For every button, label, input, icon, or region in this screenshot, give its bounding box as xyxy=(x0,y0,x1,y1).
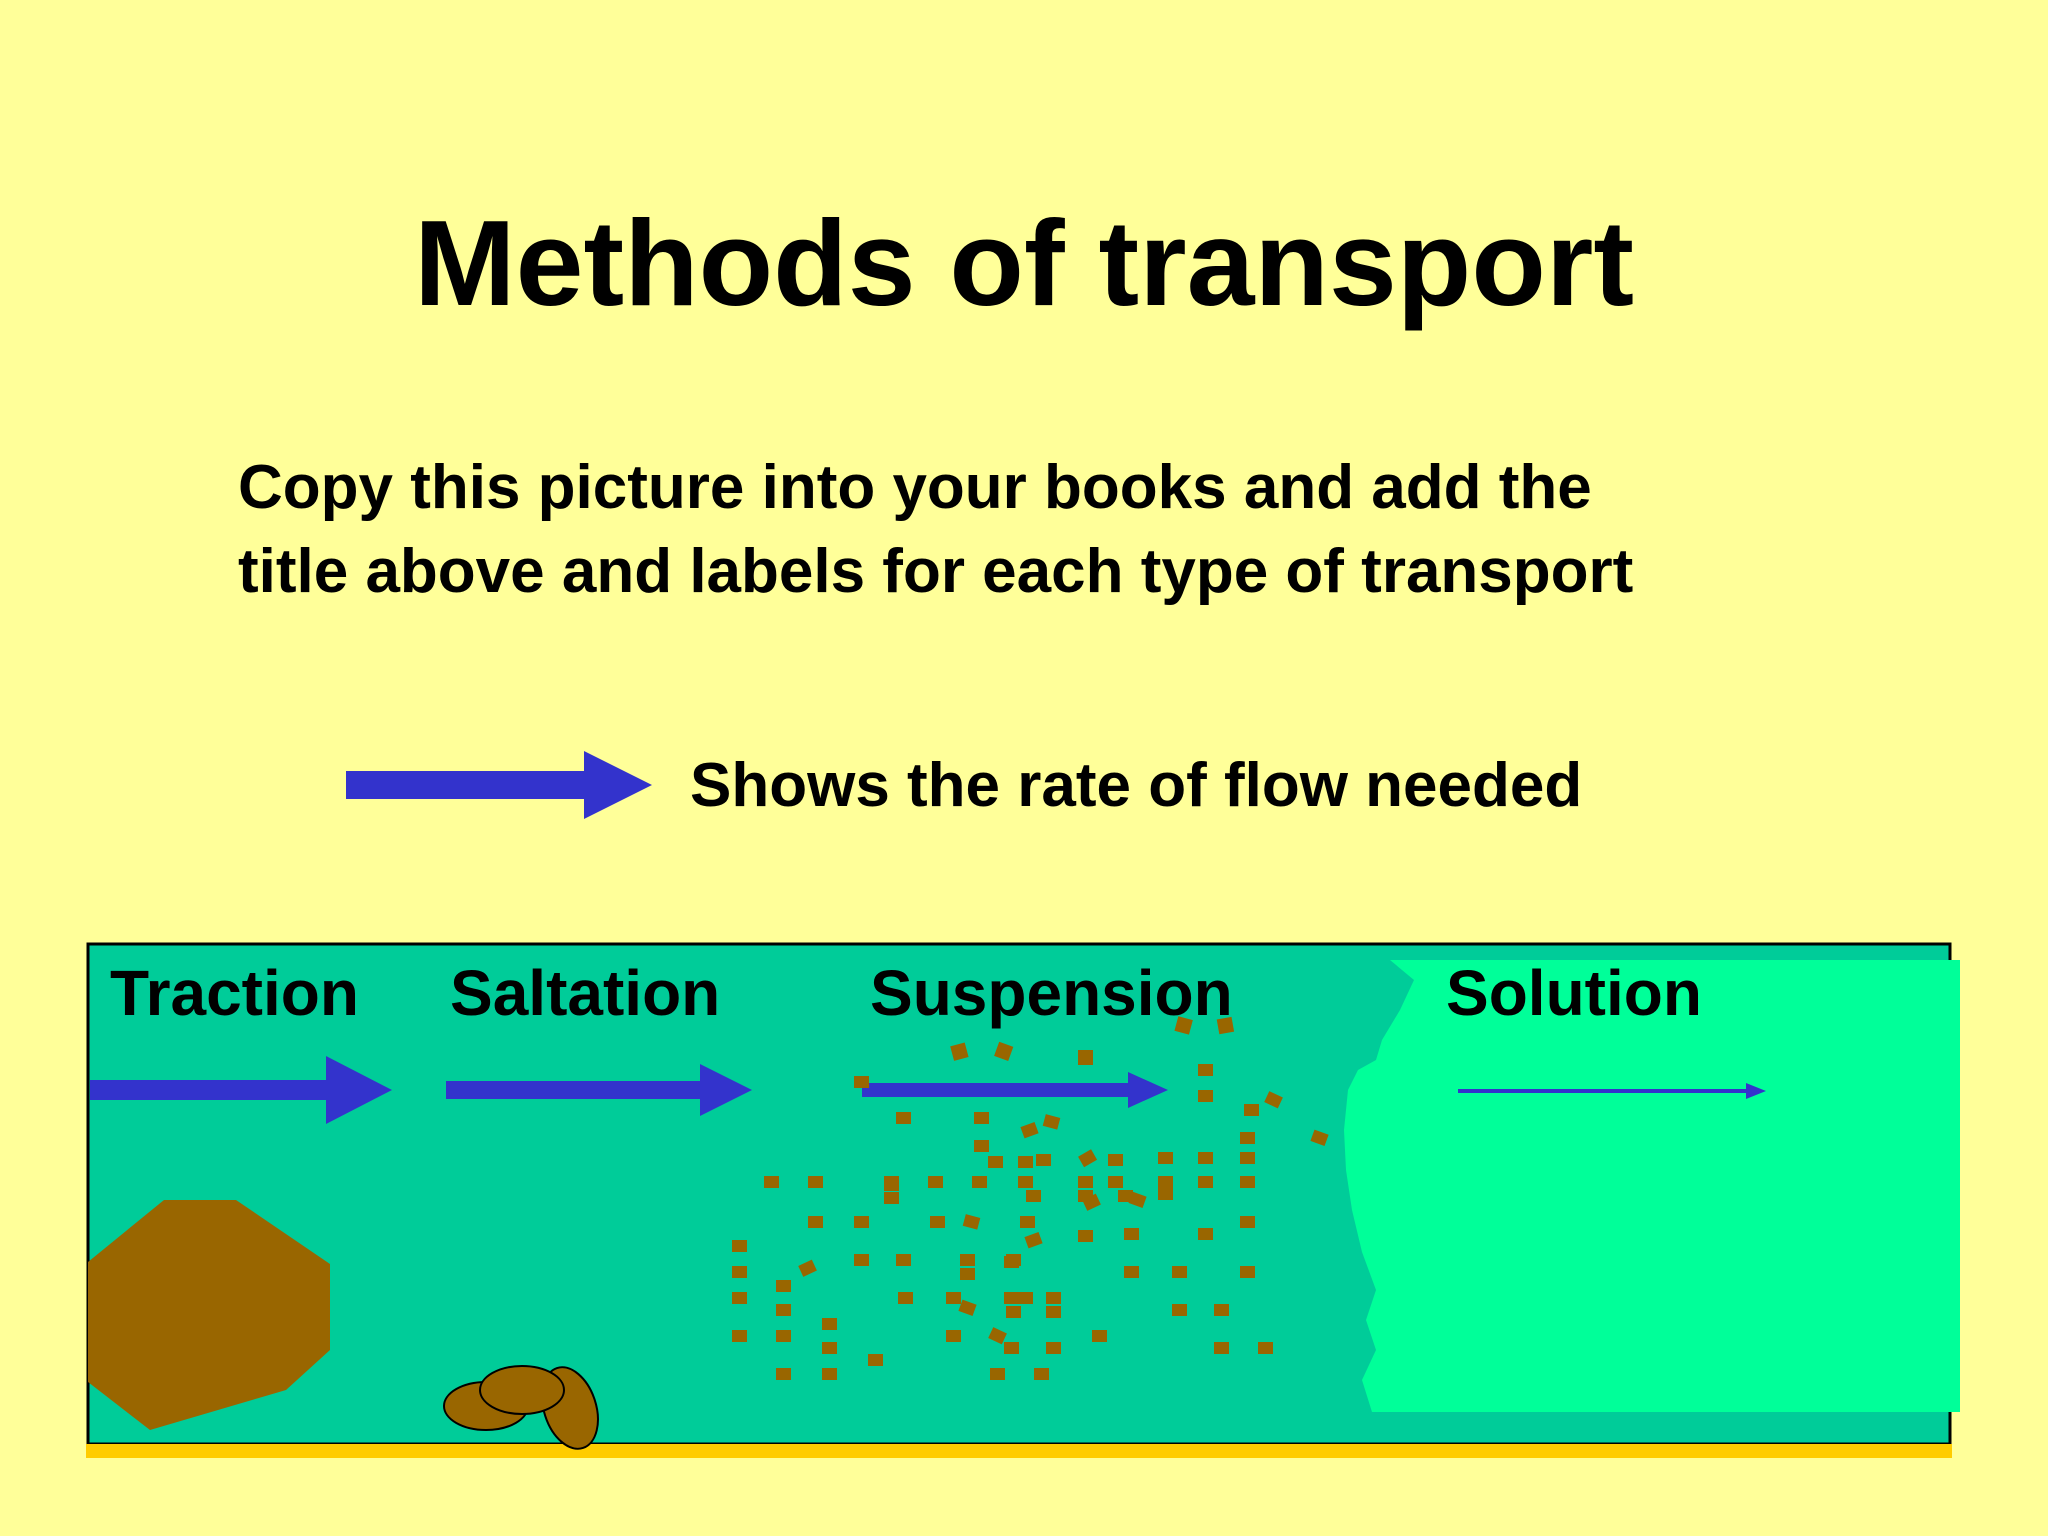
instruction-line-1: Copy this picture into your books and ad… xyxy=(238,453,1592,522)
traction-arrow-icon xyxy=(90,1056,392,1124)
boulder-icon xyxy=(88,1200,330,1430)
suspended-particles xyxy=(732,1016,1329,1380)
legend-arrow-icon xyxy=(346,751,652,819)
suspension-arrow-icon xyxy=(862,1072,1168,1108)
legend-text: Shows the rate of flow needed xyxy=(690,751,1583,820)
instruction-line-2: title above and labels for each type of … xyxy=(238,537,1634,606)
solution-arrow-icon xyxy=(1458,1083,1766,1099)
label-traction: Traction xyxy=(110,957,359,1029)
slide-title: Methods of transport xyxy=(414,195,1634,331)
label-suspension: Suspension xyxy=(870,957,1233,1029)
saltation-arrow-icon xyxy=(446,1064,752,1116)
river-bed xyxy=(86,1444,1952,1458)
instruction-text: Copy this picture into your books and ad… xyxy=(238,446,1878,614)
label-solution: Solution xyxy=(1446,957,1702,1029)
pebbles-icon xyxy=(443,1365,599,1450)
label-saltation: Saltation xyxy=(450,957,721,1029)
